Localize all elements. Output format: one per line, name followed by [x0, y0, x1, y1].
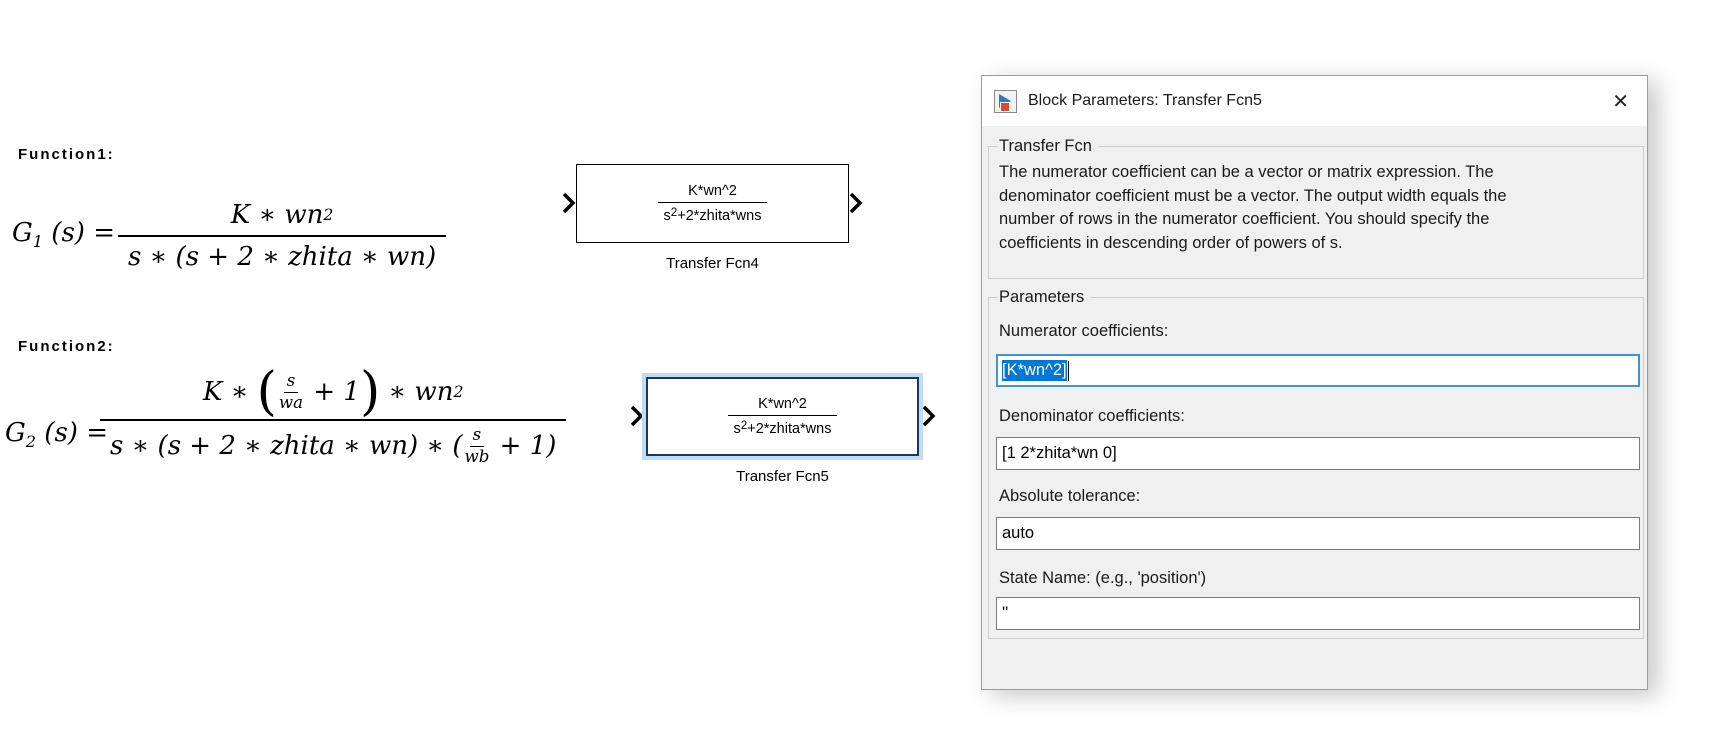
g1-denominator: s ∗ (s + 2 ∗ zhita ∗ wn)	[118, 235, 447, 272]
tf5-output-port-icon[interactable]	[922, 405, 936, 427]
selected-text: [K*wn^2]	[1002, 360, 1067, 381]
tf5-den-exponent: 2	[740, 419, 748, 432]
transfer-fcn5-label: Transfer Fcn5	[736, 468, 829, 485]
absolute-tolerance-value: auto	[1002, 524, 1035, 542]
transfer-fcn-group-title: Transfer Fcn	[997, 137, 1099, 156]
block-description: The numerator coefficient can be a vecto…	[999, 161, 1507, 255]
function2-label: Function2:	[18, 338, 115, 355]
tf4-numerator: K*wn^2	[688, 183, 737, 199]
tf4-input-port-icon[interactable]	[562, 192, 576, 214]
g1-lhs-base: G	[12, 218, 33, 248]
tf4-den-rest: +2*zhita*wns	[677, 208, 762, 224]
g2-inner2-den: wb	[464, 446, 490, 466]
description-line: The numerator coefficient can be a vecto…	[999, 163, 1494, 181]
description-line: number of rows in the numerator coeffici…	[999, 210, 1490, 228]
g2-num-exponent: 2	[453, 383, 464, 402]
state-name-label: State Name: (e.g., 'position')	[999, 569, 1207, 587]
tf5-numerator: K*wn^2	[758, 396, 807, 412]
parameters-groupbox: Parameters Numerator coefficients: [K*wn…	[988, 288, 1644, 639]
g2-num-plus-one: + 1	[305, 377, 360, 408]
function1-label: Function1:	[18, 146, 115, 163]
block-icon-square	[1000, 101, 1010, 112]
g2-lhs-rest: (s) =	[36, 418, 108, 448]
numerator-coefficients-label: Numerator coefficients:	[999, 322, 1169, 340]
dialog-title: Block Parameters: Transfer Fcn5	[1028, 92, 1262, 109]
g2-inner-num: s	[283, 371, 299, 393]
g2-den-pre: s ∗ (s + 2 ∗ zhita ∗ wn) ∗ (	[110, 431, 463, 462]
dialog-titlebar[interactable]: Block Parameters: Transfer Fcn5 ✕	[982, 76, 1647, 126]
description-line: coefficients in descending order of powe…	[999, 233, 1343, 252]
g1-numerator-text: K ∗ wn	[230, 200, 324, 230]
g2-lhs: G2 (s) =	[5, 418, 108, 451]
g1-numerator-exponent: 2	[323, 206, 334, 224]
close-icon[interactable]: ✕	[1612, 89, 1629, 113]
g2-inner-den: wa	[278, 392, 304, 412]
denominator-coefficients-input[interactable]: [1 2*zhita*wn 0]	[996, 437, 1640, 470]
g2-num-wn: ∗ wn	[380, 377, 454, 408]
tf4-den-exponent: 2	[670, 206, 678, 219]
g2-open-paren: (	[256, 362, 277, 422]
simulink-block-icon	[994, 89, 1017, 113]
tf4-denominator: s2+2*zhita*wns	[657, 202, 768, 224]
g2-inner2-num: s	[469, 426, 485, 447]
tf5-den-rest: +2*zhita*wns	[747, 421, 832, 437]
g2-lhs-subscript: 2	[25, 432, 37, 452]
tf5-input-port-icon[interactable]	[630, 405, 644, 427]
block-parameters-dialog: Block Parameters: Transfer Fcn5 ✕ Transf…	[981, 75, 1648, 690]
g2-num-k: K ∗	[203, 377, 257, 408]
absolute-tolerance-input[interactable]: auto	[996, 517, 1640, 550]
tf5-denominator: s2+2*zhita*wns	[727, 415, 838, 437]
g1-denominator-text: s ∗ (s + 2 ∗ zhita ∗ wn)	[128, 242, 437, 272]
g1-lhs-rest: (s) =	[43, 218, 115, 248]
description-line: denominator coefficient must be a vector…	[999, 186, 1507, 205]
g1-lhs: G1 (s) =	[12, 218, 115, 251]
g2-den-post: + 1)	[491, 431, 557, 462]
g2-close-paren: )	[359, 362, 381, 422]
tf4-output-port-icon[interactable]	[849, 192, 863, 214]
text-cursor	[1067, 360, 1069, 381]
denominator-coefficients-label: Denominator coefficients:	[999, 407, 1185, 425]
transfer-fcn-groupbox: Transfer Fcn The numerator coefficient c…	[988, 137, 1644, 279]
transfer-fcn5-block[interactable]: K*wn^2 s2+2*zhita*wns	[646, 377, 919, 456]
transfer-fcn4-label: Transfer Fcn4	[666, 255, 759, 272]
g2-lhs-base: G	[5, 418, 26, 448]
state-name-input[interactable]: ''	[996, 597, 1640, 630]
transfer-fcn4-block[interactable]: K*wn^2 s2+2*zhita*wns	[576, 164, 849, 243]
numerator-coefficients-input[interactable]: [K*wn^2]	[996, 354, 1640, 387]
state-name-value: ''	[1002, 604, 1009, 622]
denominator-value: [1 2*zhita*wn 0]	[1002, 444, 1117, 462]
parameters-group-title: Parameters	[997, 288, 1092, 307]
g1-lhs-subscript: 1	[32, 232, 44, 252]
absolute-tolerance-label: Absolute tolerance:	[999, 487, 1141, 505]
